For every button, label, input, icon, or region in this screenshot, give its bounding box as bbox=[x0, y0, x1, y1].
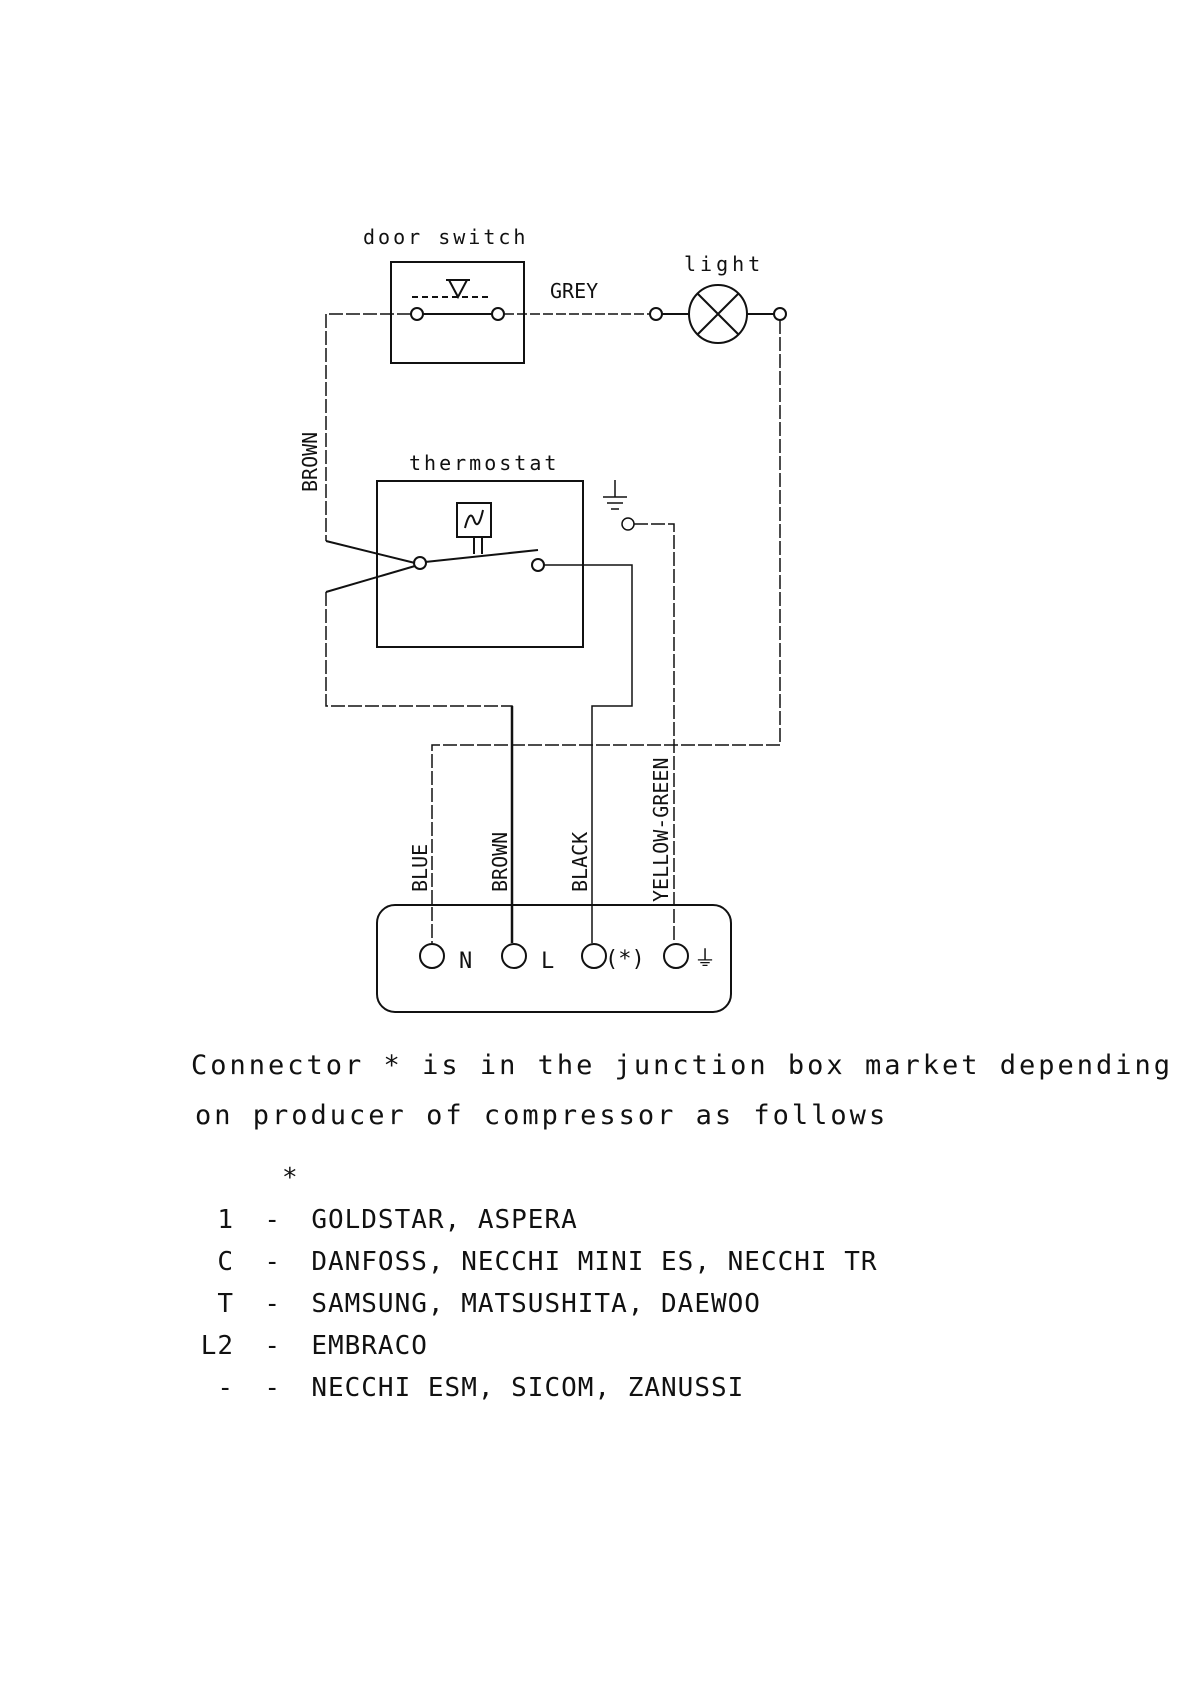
legend-text: EMBRACO bbox=[311, 1331, 428, 1361]
terminal-earth: ⏚ bbox=[663, 943, 716, 972]
legend-code: L2 bbox=[200, 1331, 234, 1361]
terminal-star-label: (*) bbox=[605, 947, 645, 972]
brown-wire-door bbox=[325, 313, 411, 541]
legend-code: T bbox=[217, 1289, 234, 1319]
terminal-n: N bbox=[419, 943, 472, 974]
legend-text: GOLDSTAR, ASPERA bbox=[311, 1205, 578, 1235]
legend-item: L2 - EMBRACO bbox=[190, 1331, 428, 1361]
blue-wire-label: BLUE bbox=[408, 844, 432, 892]
light-return-wire bbox=[431, 320, 781, 943]
brown-wire-label: BROWN bbox=[488, 832, 512, 892]
black-wire-label: BLACK bbox=[568, 832, 592, 892]
legend-text: NECCHI ESM, SICOM, ZANUSSI bbox=[311, 1373, 745, 1403]
terminal-earth-label: ⏚ bbox=[694, 947, 716, 972]
legend-text: SAMSUNG, MATSUSHITA, DAEWOO bbox=[311, 1289, 761, 1319]
terminal-l: L bbox=[501, 943, 554, 974]
legend-code: C bbox=[217, 1247, 234, 1277]
grey-wire-label: GREY bbox=[550, 279, 598, 303]
legend-item: - - NECCHI ESM, SICOM, ZANUSSI bbox=[190, 1373, 744, 1403]
brown-wire-top-label: BROWN bbox=[298, 432, 322, 492]
legend-item: T - SAMSUNG, MATSUSHITA, DAEWOO bbox=[190, 1289, 761, 1319]
terminal-n-label: N bbox=[459, 949, 472, 974]
legend-separator: - bbox=[264, 1247, 281, 1277]
yellow-green-wire-label: YELLOW-GREEN bbox=[649, 758, 673, 903]
light-label: light bbox=[684, 252, 764, 276]
door-switch-label: door switch bbox=[363, 225, 528, 249]
legend-separator: - bbox=[264, 1373, 281, 1403]
thermostat bbox=[325, 480, 584, 648]
legend-text: DANFOSS, NECCHI MINI ES, NECCHI TR bbox=[311, 1247, 878, 1277]
door-switch bbox=[390, 261, 525, 364]
legend-header: * bbox=[282, 1163, 299, 1193]
terminal-l-label: L bbox=[541, 949, 554, 974]
black-wire bbox=[544, 564, 633, 943]
note-line-1: Connector * is in the junction box marke… bbox=[191, 1050, 1174, 1081]
legend-separator: - bbox=[264, 1205, 281, 1235]
legend-code: - bbox=[217, 1373, 234, 1403]
note-line-2: on producer of compressor as follows bbox=[195, 1100, 889, 1131]
terminal-star: (*) bbox=[581, 943, 645, 972]
legend-code: 1 bbox=[217, 1205, 234, 1235]
legend-item: C - DANFOSS, NECCHI MINI ES, NECCHI TR bbox=[190, 1247, 878, 1277]
yellow-green-wire bbox=[634, 523, 675, 943]
legend-separator: - bbox=[264, 1289, 281, 1319]
legend-item: 1 - GOLDSTAR, ASPERA bbox=[190, 1205, 578, 1235]
legend-separator: - bbox=[264, 1331, 281, 1361]
light-bulb-icon bbox=[649, 284, 787, 344]
junction-box bbox=[376, 904, 732, 1013]
thermostat-label: thermostat bbox=[409, 451, 559, 475]
earth-icon bbox=[603, 480, 635, 531]
